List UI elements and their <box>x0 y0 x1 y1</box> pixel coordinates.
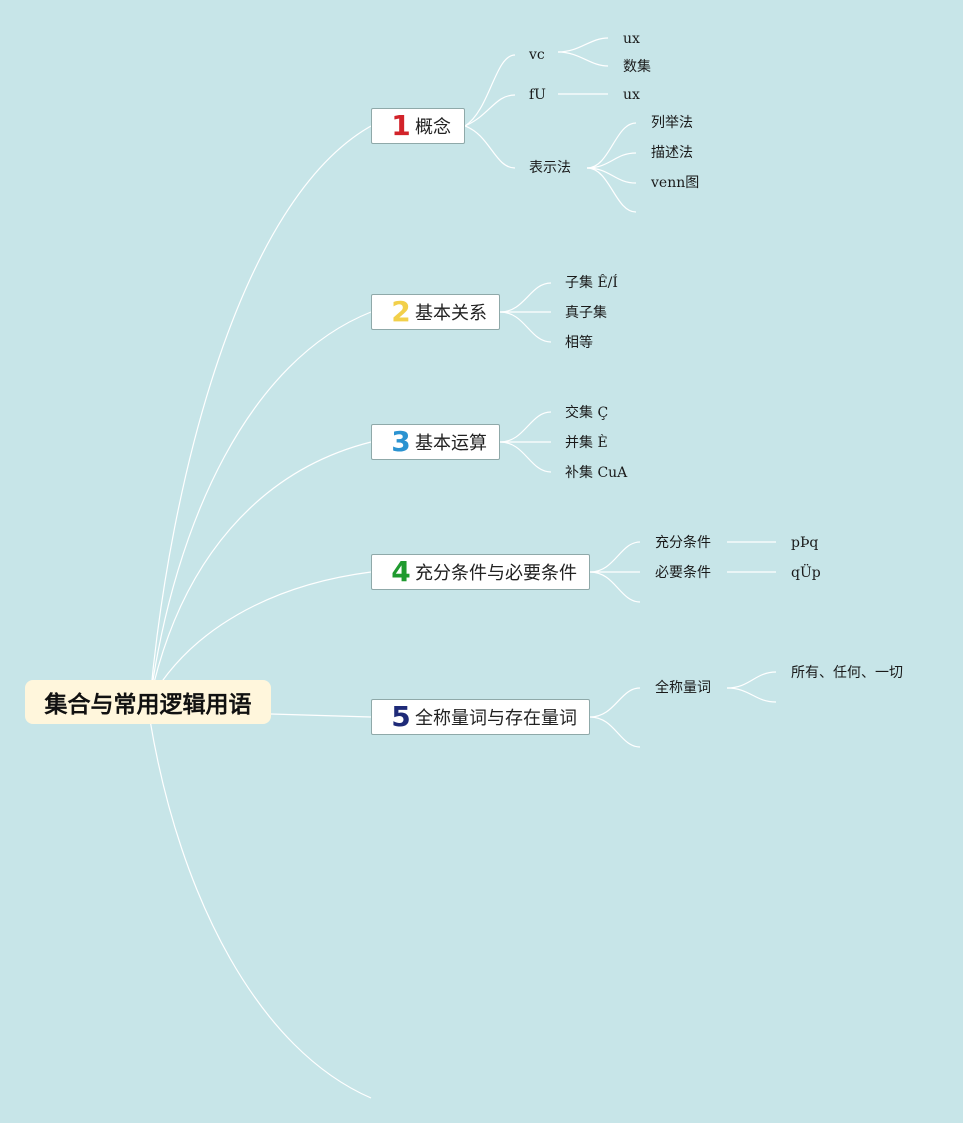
node-complement[interactable]: 补集 CuA <box>565 465 628 481</box>
node-equal[interactable]: 相等 <box>565 335 593 351</box>
connector-1-vc <box>464 54 516 127</box>
connector-2-equal <box>499 311 552 343</box>
connector-5-universal <box>589 687 641 718</box>
node-universal-value[interactable]: 所有、任何、一切 <box>791 665 903 681</box>
node-proper-subset[interactable]: 真子集 <box>565 305 607 321</box>
number-badge: 2 <box>391 295 411 328</box>
connector-repr-empty <box>586 167 637 213</box>
branch-concept[interactable]: 1 概念 <box>371 108 465 144</box>
number-badge: 1 <box>391 109 411 142</box>
number-badge: 3 <box>391 425 411 458</box>
node-fu[interactable]: fU <box>529 87 546 103</box>
connector-repr-list <box>586 122 637 169</box>
root-node[interactable]: 集合与常用逻辑用语 <box>25 680 271 724</box>
branch-label: 全称量词与存在量词 <box>415 708 577 729</box>
branch-label: 概念 <box>415 117 451 138</box>
node-union[interactable]: 并集 È <box>565 435 608 451</box>
connector-universal-empty <box>726 687 777 703</box>
branch-label: 充分条件与必要条件 <box>415 563 577 584</box>
node-sufficient[interactable]: 充分条件 <box>655 535 711 551</box>
number-badge: 4 <box>391 555 411 588</box>
connector-4-sufficient <box>589 541 641 573</box>
node-vc-ux[interactable]: ux <box>623 31 640 47</box>
node-universal-quantifier[interactable]: 全称量词 <box>655 680 711 696</box>
connector-1-fu <box>464 94 516 127</box>
connector-repr-desc <box>586 152 637 169</box>
connector-2-subset <box>499 282 552 313</box>
connector-root-5 <box>270 713 372 718</box>
node-vc[interactable]: vc <box>529 47 545 63</box>
connector-5-empty <box>589 716 641 748</box>
node-sufficient-value[interactable]: pÞq <box>791 535 819 551</box>
branch-label: 基本运算 <box>415 433 487 454</box>
connector-vc-numset <box>557 51 609 67</box>
node-fu-ux[interactable]: ux <box>623 87 640 103</box>
branch-label: 基本关系 <box>415 303 487 324</box>
node-subset[interactable]: 子集 Ê/Í <box>565 275 618 291</box>
node-necessary-value[interactable]: qÜp <box>791 565 821 581</box>
branch-conditions[interactable]: 4 充分条件与必要条件 <box>371 554 590 590</box>
node-representation[interactable]: 表示法 <box>529 160 571 176</box>
node-intersection[interactable]: 交集 Ç <box>565 405 609 421</box>
connector-4-empty <box>589 571 641 603</box>
node-necessary[interactable]: 必要条件 <box>655 565 711 581</box>
node-vc-numset[interactable]: 数集 <box>623 59 651 75</box>
connector-root-3 <box>149 441 372 701</box>
connector-root-1 <box>149 125 372 701</box>
node-list-method[interactable]: 列举法 <box>651 115 693 131</box>
connector-1-repr <box>464 125 516 169</box>
node-description-method[interactable]: 描述法 <box>651 145 693 161</box>
connector-3-complement <box>499 441 552 473</box>
connector-universal-val <box>726 671 777 689</box>
connector-root-2 <box>149 311 372 701</box>
branch-basic-operation[interactable]: 3 基本运算 <box>371 424 500 460</box>
connector-vc-ux <box>557 37 609 53</box>
branch-basic-relation[interactable]: 2 基本关系 <box>371 294 500 330</box>
branch-quantifiers[interactable]: 5 全称量词与存在量词 <box>371 699 590 735</box>
connector-3-intersection <box>499 411 552 443</box>
node-venn-diagram[interactable]: venn图 <box>651 175 700 191</box>
connector-root-6 <box>149 719 372 1099</box>
connector-root-4 <box>149 571 372 701</box>
number-badge: 5 <box>391 700 411 733</box>
